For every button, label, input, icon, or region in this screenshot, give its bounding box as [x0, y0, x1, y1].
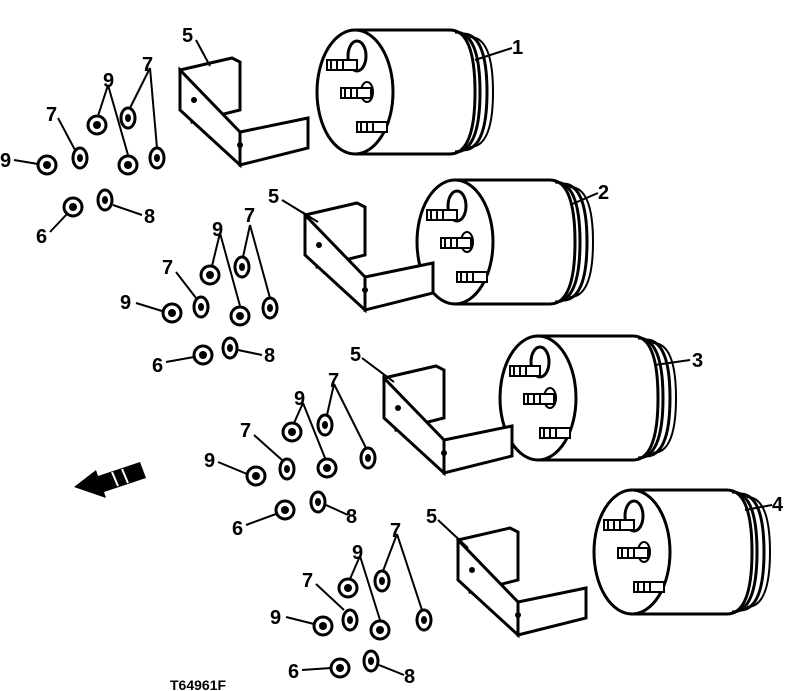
leader-lines: [13, 39, 773, 676]
bracket-3: [382, 364, 514, 475]
bracket-1: [178, 56, 310, 167]
callout-bracket: 5: [426, 506, 437, 528]
gauge-3: [498, 334, 678, 462]
callout-washer-7: 7: [142, 54, 153, 76]
gauge-4: [592, 488, 772, 616]
bracket-4: [456, 526, 588, 637]
callout-labels: 1 2 3 4 5 5 5 5 9 7 9 7 6 8 9 7 9 7 6 8 …: [0, 25, 784, 691]
callout-nut-6: 6: [232, 518, 243, 540]
callout-nut-6: 6: [288, 661, 299, 683]
callout-nut-6: 6: [152, 355, 163, 377]
callout-bracket: 5: [268, 186, 279, 208]
callout-washer-7: 7: [162, 257, 173, 279]
gauge-1: [315, 28, 495, 156]
callout-nut-9: 9: [212, 219, 223, 241]
hardware-group-3: [245, 413, 377, 521]
callout-bracket: 5: [350, 344, 361, 366]
callout-washer-7: 7: [302, 570, 313, 592]
callout-nut-9: 9: [103, 70, 114, 92]
callout-nut-9: 9: [294, 388, 305, 410]
callout-gauge-2: 2: [598, 182, 609, 204]
callout-washer-7: 7: [46, 104, 57, 126]
callout-washer-8: 8: [404, 666, 415, 688]
gauge-2: [415, 178, 595, 306]
callout-gauge-4: 4: [772, 494, 784, 516]
callout-nut-9: 9: [120, 292, 131, 314]
bracket-2: [303, 201, 435, 312]
front-direction-arrow: [74, 462, 146, 498]
callout-washer-8: 8: [264, 345, 275, 367]
callout-nut-6: 6: [36, 226, 47, 248]
hardware-group-2: [161, 255, 279, 366]
callout-nut-9: 9: [270, 607, 281, 629]
callout-nut-9: 9: [0, 150, 11, 172]
callout-nut-9: 9: [352, 542, 363, 564]
callout-washer-7: 7: [390, 520, 401, 542]
callout-washer-8: 8: [144, 206, 155, 228]
callout-bracket: 5: [182, 25, 193, 47]
figure-code: T64961F: [170, 677, 226, 691]
callout-gauge-1: 1: [512, 37, 523, 59]
callout-nut-9: 9: [204, 450, 215, 472]
callout-washer-7: 7: [244, 205, 255, 227]
callout-washer-7: 7: [328, 370, 339, 392]
callout-gauge-3: 3: [692, 350, 703, 372]
callout-washer-7: 7: [240, 420, 251, 442]
callout-washer-8: 8: [346, 506, 357, 528]
